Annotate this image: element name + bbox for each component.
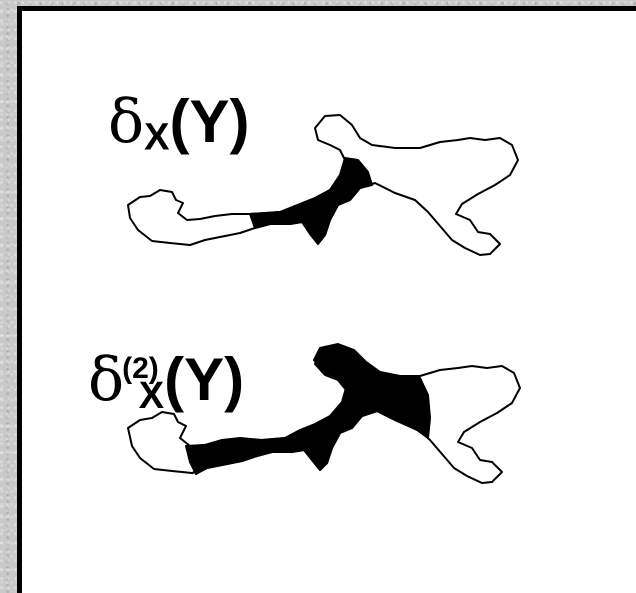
delta-2-x-of-y-label: δ(2)X(Y): [88, 350, 244, 415]
subscript-x: X: [144, 116, 170, 159]
argument-y: (Y): [164, 346, 245, 413]
top-shape-group: [127, 114, 519, 256]
delta-x-of-y-label: δX(Y): [108, 92, 249, 157]
superscript-2: (2): [122, 351, 159, 385]
figure-panel: [17, 6, 636, 593]
subscript-x: X: [138, 374, 165, 417]
delta-symbol: δ: [88, 345, 125, 415]
top-dilation-region: [249, 157, 373, 245]
delta-symbol: δ: [108, 87, 145, 157]
argument-y: (Y): [169, 88, 250, 155]
bottom-dilation-region: [185, 343, 431, 475]
bottom-shape-group: [127, 343, 521, 484]
